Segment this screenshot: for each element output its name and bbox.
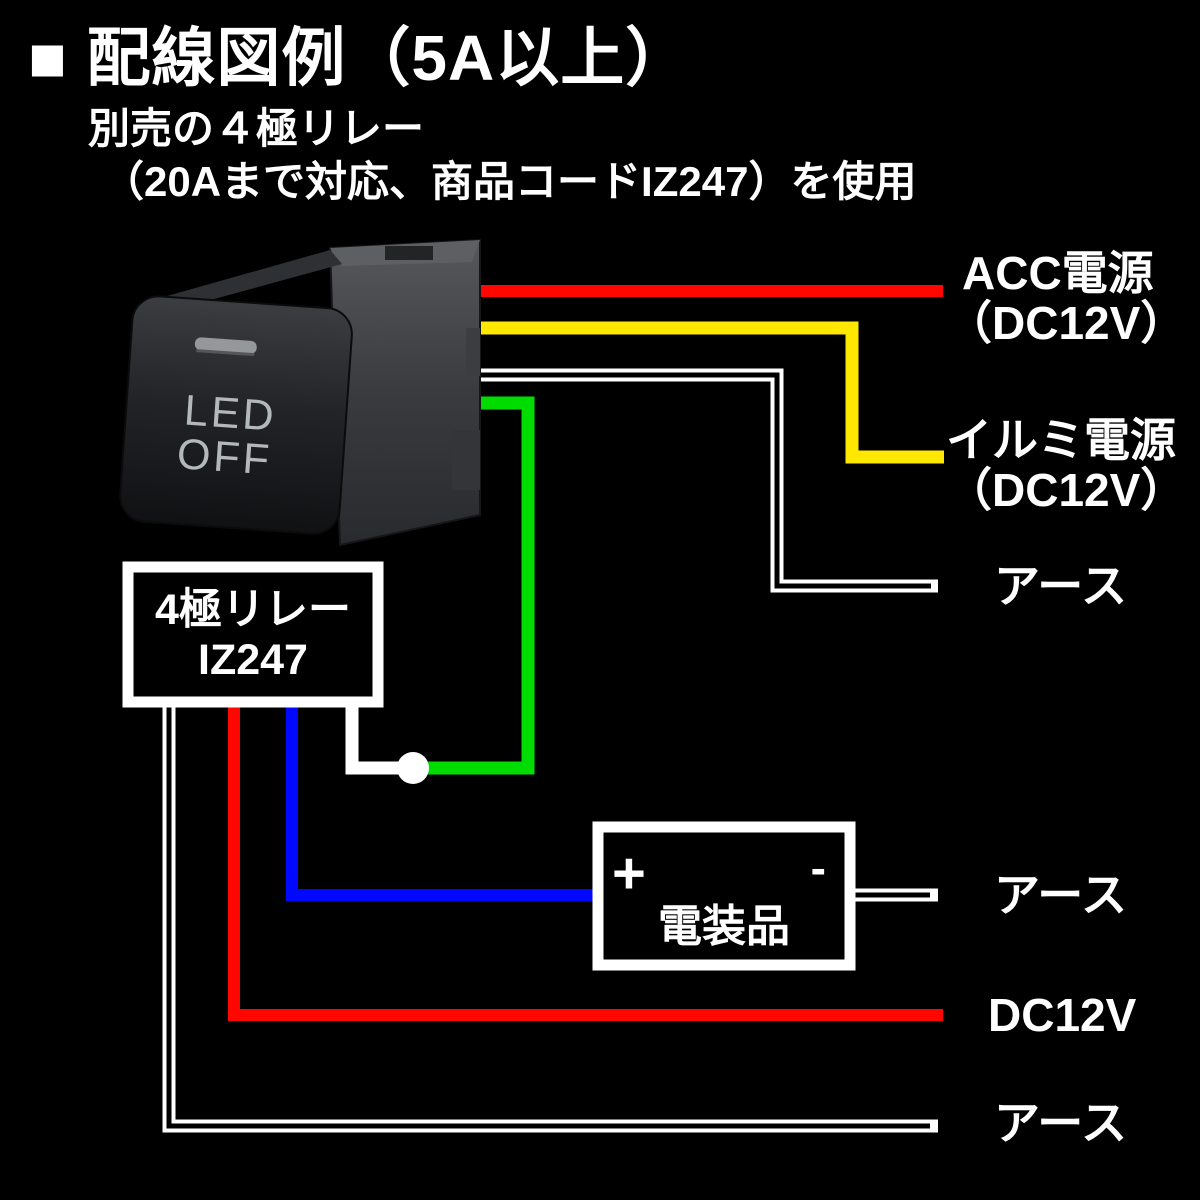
acc-power-label: ACC電源 （DC12V）	[946, 250, 1186, 346]
switch-label-led: LED	[183, 386, 279, 440]
illumination-power-label: イルミ電源 （DC12V）	[946, 417, 1186, 513]
switch-rear-body	[328, 238, 481, 547]
subtitle-line2: （20Aまで対応、商品コードIZ247）を使用	[102, 158, 917, 205]
switch-ground-label: アース	[994, 560, 1127, 612]
switch-rear-notch	[385, 246, 433, 260]
relay-box	[122, 561, 384, 708]
switch-indicator-window	[194, 337, 257, 354]
device-ground-label: アース	[994, 869, 1127, 921]
junction-dot	[397, 752, 429, 784]
switch-rear-clip	[452, 430, 480, 490]
device-box-label: 電装品	[658, 902, 790, 951]
relay-box-line1: 4極リレー	[155, 585, 351, 634]
acc-power-label-line1: ACC電源	[962, 247, 1154, 299]
acc-power-label-line2: （DC12V）	[946, 297, 1187, 349]
switch-rear-tab	[466, 328, 480, 376]
switch-indicator-shadow	[196, 349, 255, 357]
illumination-power-label-line2: （DC12V）	[946, 464, 1187, 516]
wires	[162, 285, 944, 1133]
relay-box-line2: IZ247	[198, 635, 308, 684]
subtitle-line1: 別売の４極リレー	[88, 105, 425, 152]
device-negative-wire	[286, 696, 600, 901]
switch-photo: LED OFF	[119, 238, 481, 547]
relay-ground-wire-core	[166, 696, 930, 1129]
switch-bezel-top	[160, 250, 342, 310]
switch-front-face	[119, 295, 353, 535]
device-box	[592, 821, 856, 971]
switch-label-off: OFF	[175, 430, 273, 485]
device-minus-terminal: -	[810, 842, 826, 894]
relay-output-wire	[345, 696, 410, 775]
dc12v-wire	[228, 696, 943, 1021]
dc12v-label: DC12V	[988, 989, 1137, 1041]
relay-box-text: 4極リレー IZ247	[128, 567, 378, 702]
switch-output-wire	[428, 396, 535, 775]
device-plus-terminal: +	[612, 841, 646, 906]
illumination-wire	[455, 321, 944, 464]
device-box-text: + - 電装品	[598, 827, 850, 965]
relay-ground-label: アース	[994, 1097, 1127, 1149]
page-title: ■ 配線図例（5A以上）	[28, 22, 691, 94]
illumination-power-label-line1: イルミ電源	[946, 414, 1176, 466]
switch-ground-wire-core	[438, 372, 931, 589]
